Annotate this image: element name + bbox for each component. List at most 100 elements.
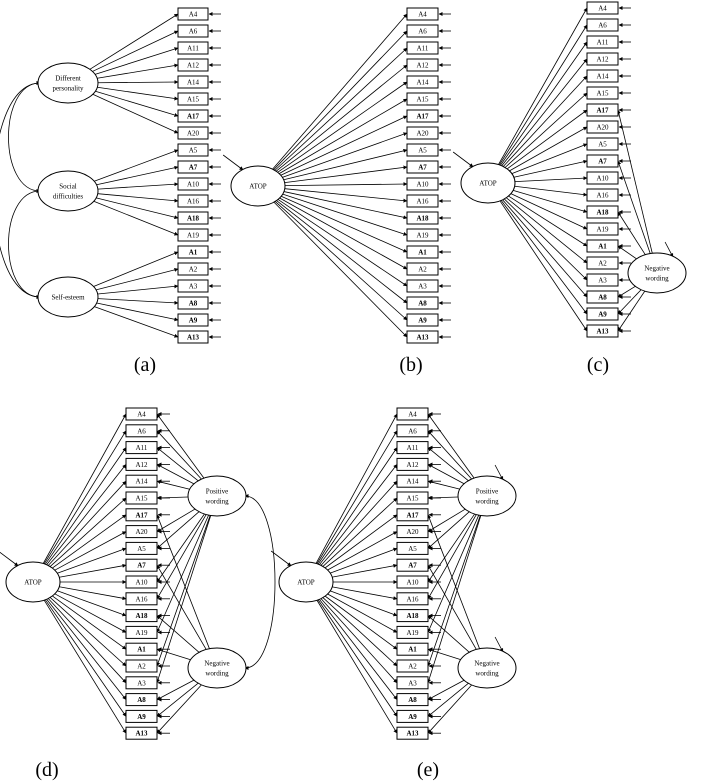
loading-arrow-atop-A20 <box>282 132 408 178</box>
loading-arrow-neg-A9 <box>427 682 469 717</box>
loading-arrow-pos-A10 <box>156 513 205 583</box>
item-box-A18 <box>586 205 619 219</box>
item-box-A20 <box>396 525 429 539</box>
item-box-A9 <box>406 313 439 327</box>
item-label: A9 <box>598 311 607 319</box>
item-label: A12 <box>135 461 148 469</box>
item-box-A6 <box>586 18 619 32</box>
item-box-A8 <box>125 693 158 707</box>
loading-arrow-atop-A11 <box>500 41 588 166</box>
item-box-A6 <box>125 424 158 438</box>
factor-ellipse-social <box>37 170 99 212</box>
factor-label: ATOP <box>479 180 496 188</box>
factor-ellipse-atop <box>278 561 334 603</box>
loading-arrow-pos-A20 <box>427 508 466 532</box>
item-label: A14 <box>406 478 419 486</box>
loading-arrow-pos-A3 <box>156 515 212 684</box>
loading-arrow-neg-A17 <box>616 109 653 254</box>
disturbance-arrow-atop <box>222 154 244 171</box>
item-label: A2 <box>408 663 417 671</box>
item-box-A4 <box>406 7 439 21</box>
disturbance-arrow-neg <box>664 241 674 258</box>
item-label: A3 <box>137 679 146 687</box>
item-box-A16 <box>396 592 429 606</box>
item-label: A5 <box>189 147 198 155</box>
item-label: A8 <box>408 696 417 704</box>
item-label: A13 <box>596 328 609 336</box>
loading-arrow-atop-A18 <box>512 189 588 213</box>
loading-arrow-atop-A3 <box>320 598 398 684</box>
item-label: A2 <box>137 663 146 671</box>
item-label: A11 <box>407 444 419 452</box>
sem-panel-a: A4A6A11A12A14A15A17A20A5A7A10A16A18A19A1… <box>0 7 221 376</box>
item-box-A11 <box>396 441 429 455</box>
item-label: A13 <box>135 730 148 738</box>
loading-arrow-atop-A14 <box>320 480 398 566</box>
item-label: A10 <box>416 181 429 189</box>
panel-label: (a) <box>134 354 156 376</box>
loading-arrow-atop-A6 <box>43 430 127 565</box>
item-label: A17 <box>187 113 200 121</box>
loading-arrow-atop-A2 <box>322 597 398 667</box>
item-box-A2 <box>125 659 158 673</box>
item-box-A14 <box>396 474 429 488</box>
item-box-A4 <box>125 407 158 421</box>
item-label: A11 <box>187 45 199 53</box>
loading-arrow-atop-A7 <box>513 159 588 178</box>
loading-arrow-neg-A1 <box>427 648 461 660</box>
correlation-pos-neg <box>244 494 276 670</box>
item-box-A13 <box>396 726 429 740</box>
item-box-A9 <box>125 709 158 723</box>
loading-arrow-atop-A1 <box>508 195 588 247</box>
factor-ellipse-atop <box>460 162 516 204</box>
item-box-A17 <box>406 109 439 123</box>
loading-arrow-neg-A13 <box>617 290 646 332</box>
loading-arrow-pos-A4 <box>156 413 205 479</box>
item-label: A7 <box>189 164 198 172</box>
loading-arrow-atop-A1 <box>281 195 408 253</box>
item-box-A14 <box>177 75 209 89</box>
factor-label: personality <box>52 85 84 93</box>
item-box-A5 <box>177 143 209 157</box>
factor-label: ATOP <box>24 579 41 587</box>
loading-arrow-atop-A7 <box>332 563 398 578</box>
item-box-A20 <box>406 126 439 140</box>
disturbance-arrow-neg <box>494 636 504 653</box>
loading-arrow-atop-A8 <box>46 599 127 700</box>
item-box-A16 <box>125 592 158 606</box>
loading-arrow-social-A19 <box>93 200 179 236</box>
factor-ellipse-different <box>37 62 99 104</box>
item-label: A12 <box>596 56 609 64</box>
panel-label: (b) <box>399 354 422 376</box>
loading-arrow-selfesteem-A3 <box>97 284 179 295</box>
loading-arrow-atop-A17 <box>52 514 127 569</box>
loading-arrow-atop-A17 <box>506 109 588 170</box>
item-label: A15 <box>596 90 609 98</box>
item-label: A1 <box>137 646 146 654</box>
loading-arrow-atop-A11 <box>317 447 398 565</box>
loading-arrow-pos-A16 <box>427 514 477 600</box>
loading-arrow-atop-A2 <box>279 197 408 270</box>
loading-arrow-neg-A7 <box>617 160 651 254</box>
item-box-A3 <box>125 676 158 690</box>
item-label: A12 <box>416 62 429 70</box>
loading-arrow-atop-A12 <box>275 64 408 172</box>
loading-arrow-pos-A6 <box>156 430 202 480</box>
item-box-A17 <box>396 508 429 522</box>
loading-arrow-neg-A8 <box>156 679 195 700</box>
item-label: A5 <box>408 545 417 553</box>
item-label: A6 <box>598 22 607 30</box>
loading-arrow-atop-A9 <box>44 599 127 717</box>
item-label: A19 <box>406 629 419 637</box>
item-box-A6 <box>177 24 209 38</box>
item-label: A15 <box>406 495 419 503</box>
item-label: A7 <box>598 158 607 166</box>
item-label: A20 <box>187 130 200 138</box>
loading-arrow-neg-A18 <box>617 211 646 255</box>
factor-label: wording <box>645 275 669 283</box>
loading-arrow-atop-A10 <box>514 176 588 183</box>
item-box-A8 <box>177 296 209 310</box>
item-box-A4 <box>586 1 619 15</box>
item-box-A6 <box>406 24 439 38</box>
item-label: A20 <box>596 124 609 132</box>
